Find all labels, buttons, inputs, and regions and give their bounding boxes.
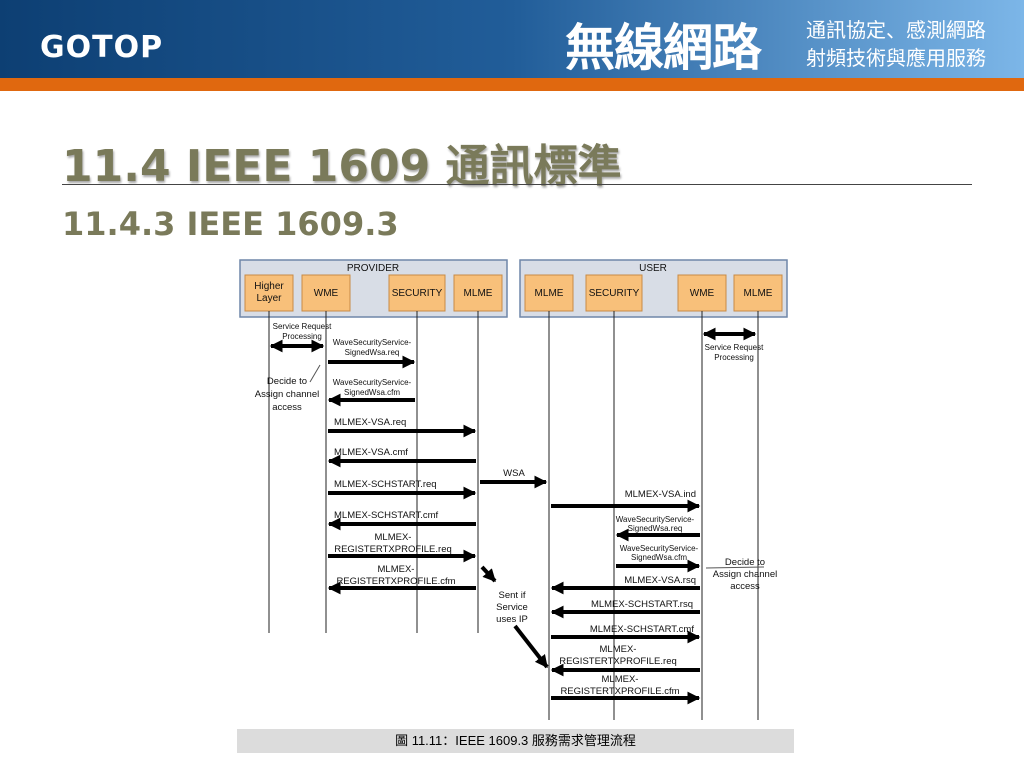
book-subtitle-line2: 射頻技術與應用服務 <box>806 46 986 70</box>
user-primitive-labels: MLMEX-VSA.ind MLMEX-VSA.rsq MLMEX-SCHSTA… <box>559 489 696 697</box>
label-u-srp-2: Processing <box>714 353 754 362</box>
entity-user-mlme-left <box>524 274 574 312</box>
note-leaders <box>309 364 765 569</box>
accent-bar <box>0 78 1024 91</box>
arrow-sent-if-ip-up <box>480 565 497 583</box>
note-sent-1: Sent if <box>499 590 526 601</box>
provider-mlme-label: MLME <box>464 288 493 299</box>
label-user-register-cfm-1: MLMEX- <box>602 674 639 685</box>
book-title: 無線網路 <box>565 19 762 77</box>
label-register-req-2: REGISTERTXPROFILE.req <box>334 544 452 555</box>
higher-layer-label-1: Higher <box>254 281 284 292</box>
entity-user-wme <box>677 274 727 312</box>
label-u-ws-req-1: WaveSecurityService- <box>616 515 695 524</box>
entity-user-mlme-right <box>733 274 783 312</box>
label-schstart-req: MLMEX-SCHSTART.req <box>334 479 437 490</box>
message-arrows <box>269 327 757 705</box>
provider-wme-label: WME <box>314 288 339 299</box>
note-p-decide-2: Assign channel <box>255 389 319 400</box>
label-register-cfm-2: REGISTERTXPROFILE.cfm <box>336 576 455 587</box>
provider-message-labels: Service Request Processing WaveSecurityS… <box>273 322 412 397</box>
label-p-ws-cfm-1: WaveSecurityService- <box>333 378 412 387</box>
user-mlme-right-label: MLME <box>744 288 773 299</box>
user-security-label: SECURITY <box>589 288 640 299</box>
label-user-schstart-cmf: MLMEX-SCHSTART.cmf <box>590 624 695 635</box>
label-schstart-rsq: MLMEX-SCHSTART.rsq <box>591 599 693 610</box>
label-register-req-1: MLMEX- <box>375 532 412 543</box>
provider-label: PROVIDER <box>347 263 399 274</box>
label-vsa-ind: MLMEX-VSA.ind <box>625 489 696 500</box>
label-p-ws-req-2: SignedWsa.req <box>345 348 400 357</box>
note-sent-2: Service <box>496 602 528 613</box>
note-u-decide-2: Assign channel <box>713 569 777 580</box>
slide-title: 11.4 IEEE 1609 通訊標準 <box>62 141 622 192</box>
note-p-decide-1: Decide to <box>267 376 307 387</box>
label-user-register-req-1: MLMEX- <box>600 644 637 655</box>
label-u-ws-cfm-2: SignedWsa.cfm <box>631 553 687 562</box>
user-wme-label: WME <box>690 288 715 299</box>
diagram-notes: Decide to Assign channel access Decide t… <box>255 376 777 625</box>
label-u-ws-req-2: SignedWsa.req <box>628 524 683 533</box>
label-vsa-rsq: MLMEX-VSA.rsq <box>624 575 696 586</box>
note-p-decide-3: access <box>272 402 302 413</box>
arrow-sent-if-ip-down <box>513 624 549 669</box>
note-sent-3: uses IP <box>496 614 528 625</box>
label-u-srp-1: Service Request <box>705 343 764 352</box>
label-wsa: WSA <box>503 468 525 479</box>
entity-provider-mlme <box>453 274 503 312</box>
figure-caption: 圖 11.11：IEEE 1609.3 服務需求管理流程 <box>237 729 794 753</box>
user-message-labels: WaveSecurityService- SignedWsa.req WaveS… <box>616 343 764 562</box>
gotop-logo: GOTOP <box>40 30 164 65</box>
provider-primitive-labels: MLMEX-VSA.req MLMEX-VSA.cmf MLMEX-SCHSTA… <box>334 417 525 587</box>
label-p-srp-1: Service Request <box>273 322 332 331</box>
note-u-decide-3: access <box>730 581 760 592</box>
higher-layer-label-2: Layer <box>256 293 282 304</box>
title-divider <box>62 184 972 185</box>
entity-provider-wme <box>301 274 351 312</box>
label-p-ws-req-1: WaveSecurityService- <box>333 338 412 347</box>
provider-security-label: SECURITY <box>392 288 443 299</box>
header-banner: GOTOP 無線網路 通訊協定、感測網路 射頻技術與應用服務 <box>0 0 1024 78</box>
label-vsa-cmf: MLMEX-VSA.cmf <box>334 447 408 458</box>
note-u-decide-1: Decide to <box>725 557 765 568</box>
label-user-register-cfm-2: REGISTERTXPROFILE.cfm <box>560 686 679 697</box>
slide-subtitle: 11.4.3 IEEE 1609.3 <box>62 205 399 243</box>
label-register-cfm-1: MLMEX- <box>378 564 415 575</box>
book-subtitle-line1: 通訊協定、感測網路 <box>806 18 986 42</box>
lifelines <box>268 311 759 720</box>
label-p-ws-cfm-2: SignedWsa.cfm <box>344 388 400 397</box>
entity-higher-layer <box>244 274 294 312</box>
user-mlme-left-label: MLME <box>535 288 564 299</box>
label-user-register-req-2: REGISTERTXPROFILE.req <box>559 656 677 667</box>
label-vsa-req: MLMEX-VSA.req <box>334 417 406 428</box>
label-p-srp-2: Processing <box>282 332 322 341</box>
user-label: USER <box>639 263 667 274</box>
label-u-ws-cfm-1: WaveSecurityService- <box>620 544 699 553</box>
label-schstart-cmf: MLMEX-SCHSTART.cmf <box>334 510 439 521</box>
